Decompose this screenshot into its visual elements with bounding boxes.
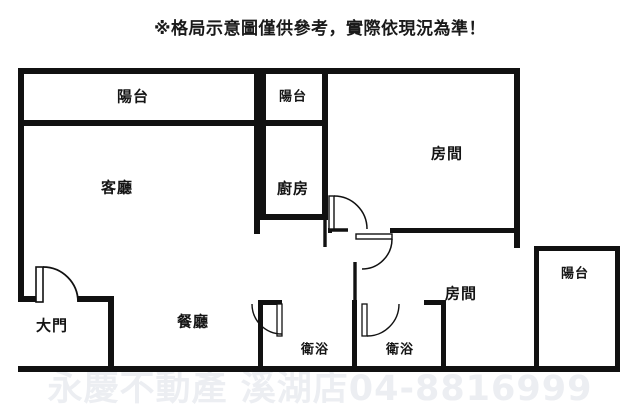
disclaimer-text: ※格局示意圖僅供參考，實際依現況為準！ [153, 19, 487, 39]
walls-balcony-rear [534, 246, 620, 372]
door-bathroom-right[interactable] [361, 303, 400, 337]
room-label-kitchen: 廚房 [276, 179, 310, 198]
door-bathroom-left[interactable] [251, 303, 283, 337]
room-label-balcony-kitchen: 陽台 [278, 89, 308, 105]
wall-kitchen [260, 120, 328, 220]
room-label-dining-room: 餐廳 [176, 312, 210, 331]
room-label-main-entrance: 大門 [35, 316, 69, 335]
room-label-bedroom-main: 房間 [430, 144, 464, 163]
room-label-balcony-rear: 陽台 [560, 266, 590, 282]
walls-bathrooms [114, 300, 446, 372]
room-label-bathroom-right: 衛浴 [385, 342, 415, 358]
room-label-balcony-front: 陽台 [116, 87, 150, 106]
room-label-bedroom-second: 房間 [444, 284, 478, 303]
room-label-bathroom-left: 衛浴 [300, 342, 330, 358]
door-bedroom-main [328, 195, 368, 230]
wall-balcony-kitchen [260, 68, 328, 126]
wall-bedroom-balcony-link [514, 228, 520, 248]
walls-bedroom-second [441, 366, 534, 372]
exterior-walls [18, 68, 520, 302]
wall-balcony-front [18, 68, 260, 126]
wall-living-room [254, 120, 260, 234]
wall-dining [18, 296, 114, 372]
room-label-living-room: 客廳 [100, 178, 134, 197]
door-hall-bedroom-second [355, 233, 393, 270]
wall-bedroom-main [328, 228, 520, 233]
door-main-entrance[interactable] [35, 266, 79, 303]
